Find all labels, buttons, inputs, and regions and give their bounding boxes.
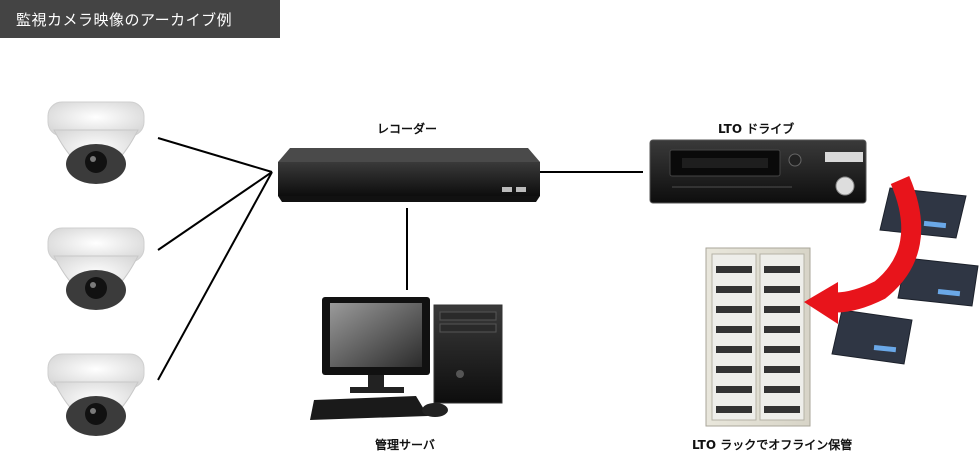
line-camera2-recorder <box>157 171 273 251</box>
recorder-icon <box>278 148 540 202</box>
server-label: 管理サーバ <box>375 438 435 452</box>
connection-lines <box>157 137 643 381</box>
line-camera3-recorder <box>157 171 273 381</box>
rack-label: LTO ラックでオフライン保管 <box>692 438 853 452</box>
dome-camera-icon <box>47 353 145 436</box>
dome-camera-icon <box>47 227 145 310</box>
recorder-label: レコーダー <box>377 122 438 136</box>
lto-tape-icon <box>897 257 979 307</box>
lto-tape-icon <box>831 309 913 365</box>
lto-tape-icon <box>879 187 967 239</box>
title-banner: 監視カメラ映像のアーカイブ例 <box>0 0 280 38</box>
line-camera1-recorder <box>157 137 273 173</box>
server-pc-icon <box>310 297 503 420</box>
archive-arrow <box>804 176 922 324</box>
lto-drive-icon <box>649 139 867 204</box>
lto-drive-label: LTO ドライブ <box>718 122 795 136</box>
dome-camera-icon <box>47 101 145 184</box>
page-title: 監視カメラ映像のアーカイブ例 <box>16 11 233 29</box>
storage-rack-icon <box>705 247 811 427</box>
